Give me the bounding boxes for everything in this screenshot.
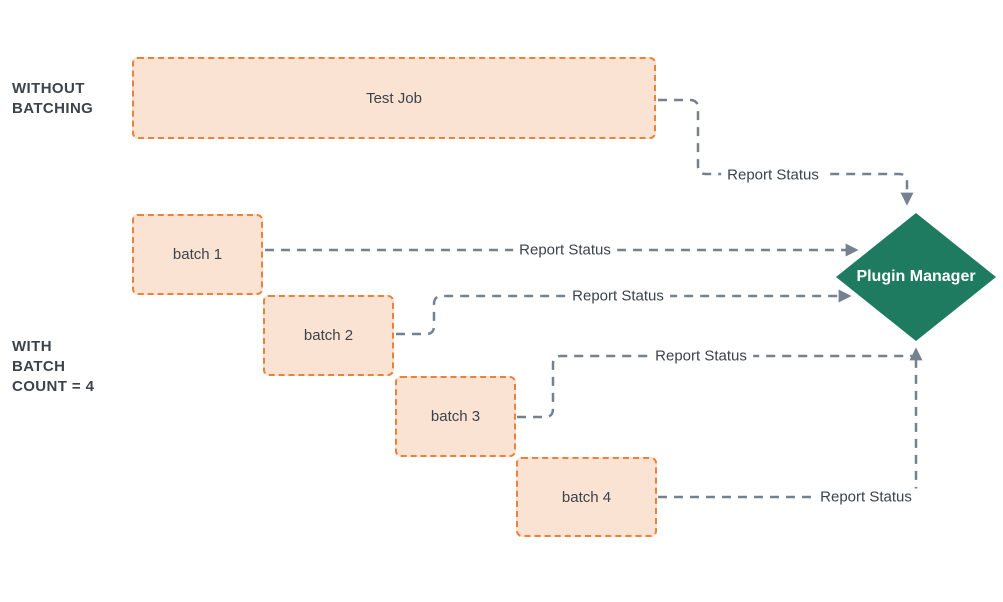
without-batching-label: WITHOUT BATCHING xyxy=(12,79,93,119)
with-batch-count-label: WITH BATCH COUNT = 4 xyxy=(12,337,94,397)
test-job-box: Test Job xyxy=(132,57,656,139)
edge-batch-4-to-plugin-manager xyxy=(658,347,923,499)
batch-3-label: batch 3 xyxy=(430,408,481,425)
edge-test-job-to-plugin-manager xyxy=(658,98,914,206)
batch-1-label: batch 1 xyxy=(172,246,223,263)
batch-2-label: batch 2 xyxy=(303,327,354,344)
batch-4-box: batch 4 xyxy=(516,457,657,537)
without-batching-label-line: BATCHING xyxy=(12,100,94,117)
edge-batch-3-to-plugin-manager xyxy=(517,354,912,419)
with-batch-count-label-line: BATCH xyxy=(12,358,66,375)
plugin-manager-label: Plugin Manager xyxy=(856,268,976,285)
without-batching-label-line: WITHOUT xyxy=(12,80,85,97)
batch-3-box: batch 3 xyxy=(395,376,516,457)
batch-1-box: batch 1 xyxy=(132,214,263,295)
with-batch-count-label-line: COUNT = 4 xyxy=(12,378,95,395)
test-job-label: Test Job xyxy=(366,89,422,107)
with-batch-count-label-line: WITH xyxy=(12,338,52,355)
batch-4-label: batch 4 xyxy=(561,488,612,506)
batch-2-box: batch 2 xyxy=(263,295,394,376)
report-status-label: Report Status xyxy=(814,488,918,506)
report-status-label: Report Status xyxy=(649,347,753,365)
report-status-label: Report Status xyxy=(566,287,670,305)
report-status-label: Report Status xyxy=(721,166,825,184)
report-status-label: Report Status xyxy=(513,241,617,259)
